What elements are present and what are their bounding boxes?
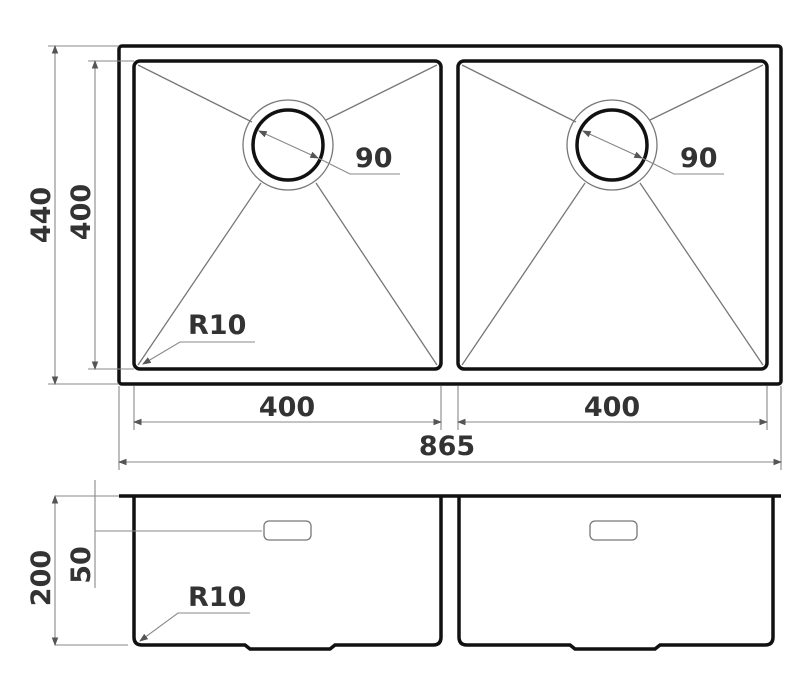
drain-icon <box>242 99 334 191</box>
corner-radius-label: R10 <box>188 310 246 341</box>
sink-outline <box>117 44 783 386</box>
overflow-offset-label: 50 <box>66 546 97 584</box>
side-corner-radius-label: R10 <box>188 582 246 613</box>
depth-label: 200 <box>26 550 57 606</box>
side-view: 200 50 R10 <box>26 480 781 651</box>
bowl-height-label: 400 <box>66 184 97 240</box>
overflow-slot <box>589 520 638 541</box>
left-drain-diameter-label: 90 <box>355 143 393 174</box>
right-bowl-section <box>457 496 775 651</box>
overall-height-label: 440 <box>26 187 57 243</box>
right-drain-diameter-label: 90 <box>680 143 718 174</box>
left-bowl-section <box>132 496 443 651</box>
left-bowl: 90 R10 <box>132 59 443 371</box>
drain-icon <box>566 99 658 191</box>
left-bowl-width-label: 400 <box>259 392 315 423</box>
right-bowl: 90 <box>456 59 769 371</box>
overflow-slot <box>263 520 312 541</box>
overall-width-label: 865 <box>419 431 475 462</box>
top-view: 90 R10 90 440 400 40 <box>26 44 783 470</box>
right-bowl-width-label: 400 <box>584 392 640 423</box>
